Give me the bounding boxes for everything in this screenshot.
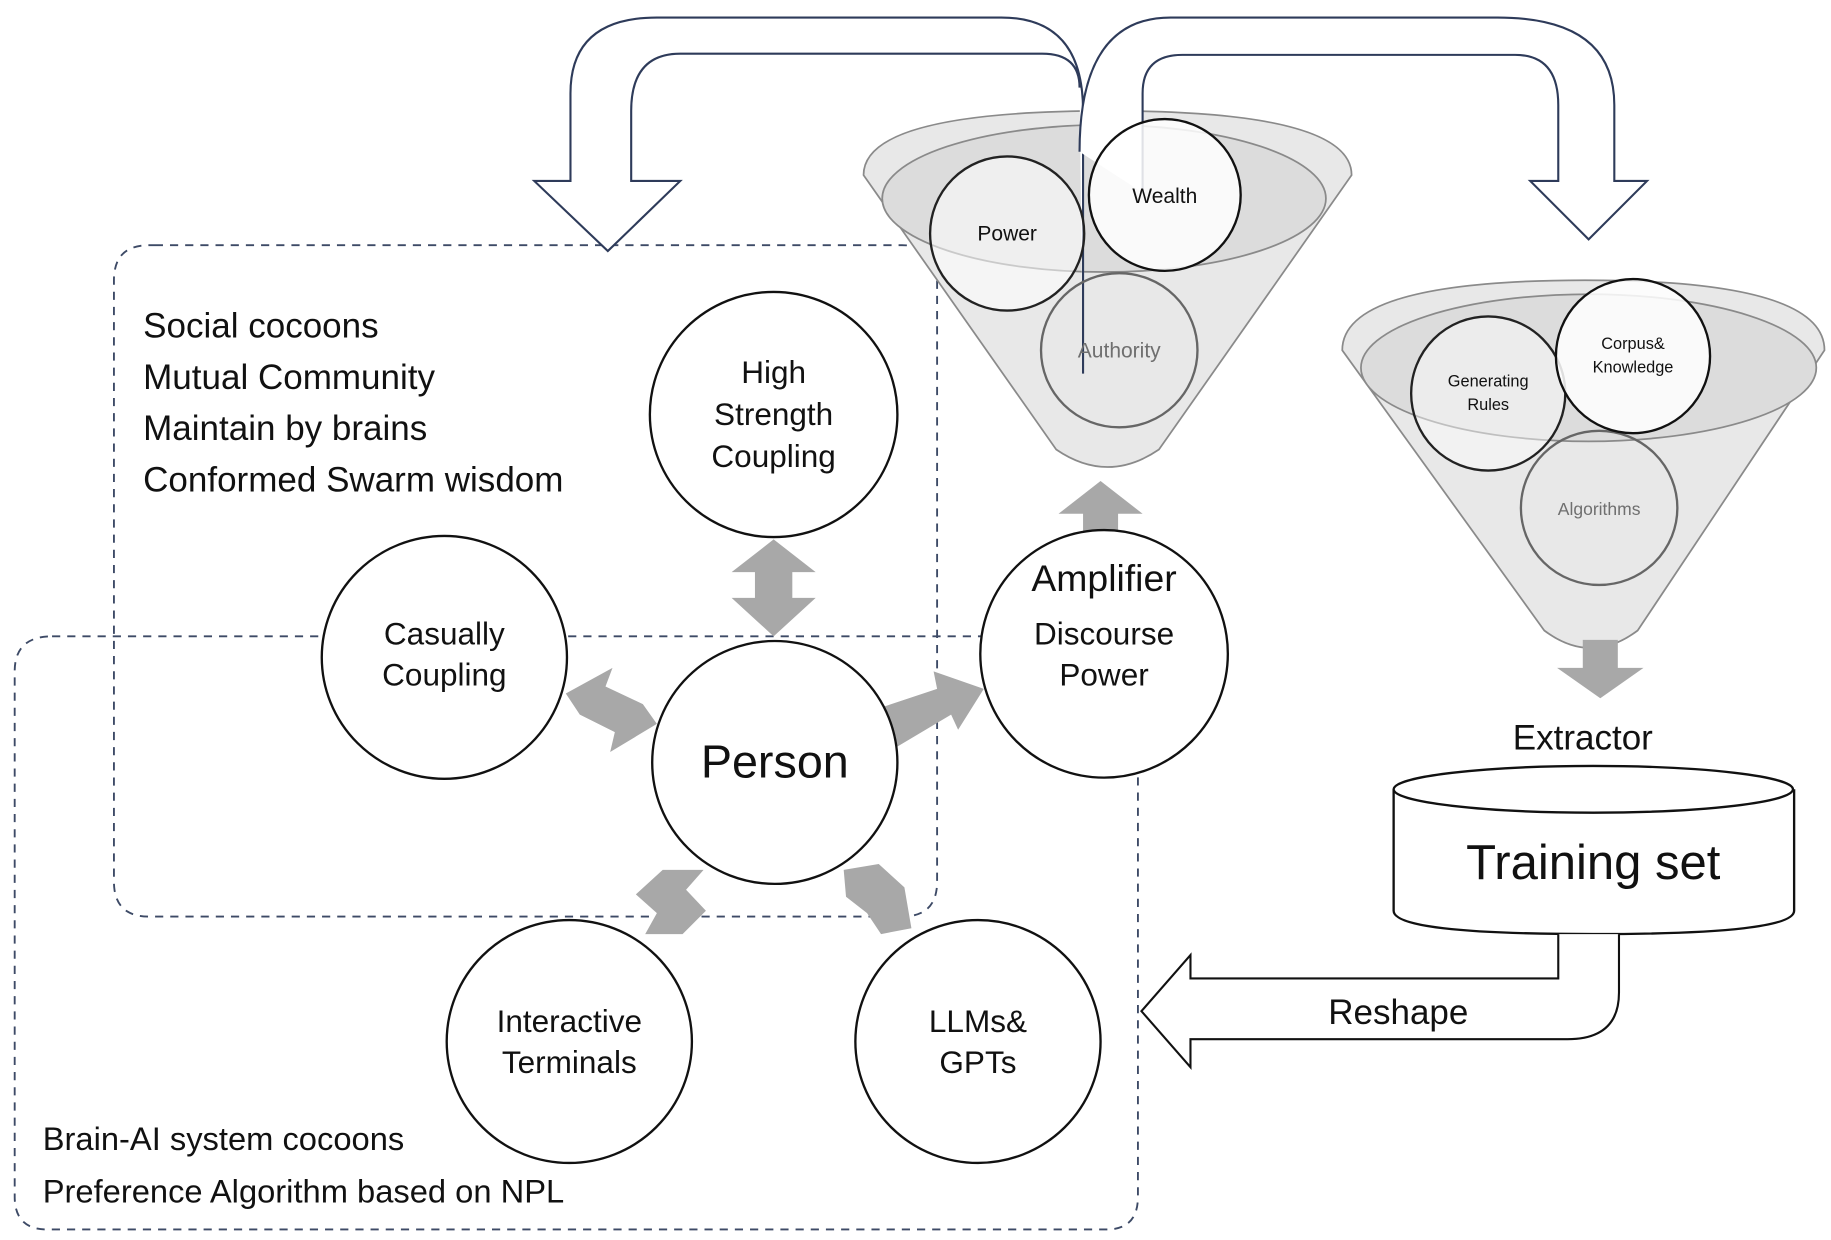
social-cocoon-line-1: Social cocoons (143, 306, 379, 345)
casually-coupling-label-1: Casually (384, 616, 505, 652)
brain-ai-cocoon-boundary (13, 635, 1139, 1231)
authority-circle[interactable] (1039, 272, 1199, 429)
corpus-knowledge-label-2: Knowledge (1593, 358, 1674, 376)
interactive-bidirectional-arrow (635, 869, 706, 935)
casually-coupling-label-2: Coupling (382, 656, 506, 692)
brain-ai-cocoon-line-1: Brain-AI system cocoons (43, 1120, 405, 1157)
wealth-circle[interactable] (1087, 117, 1242, 273)
person-to-amplifier-arrow (884, 671, 984, 748)
amplifier-up-arrow (1058, 481, 1143, 540)
reshape-arrow[interactable] (1140, 934, 1621, 1070)
power-circle[interactable] (928, 155, 1086, 312)
llms-gpts-node[interactable] (854, 918, 1102, 1165)
generating-rules-circle[interactable] (1409, 315, 1567, 472)
llms-bidirectional-arrow (843, 864, 912, 935)
interactive-terminals-node[interactable] (445, 918, 694, 1165)
social-cocoon-line-4: Conformed Swarm wisdom (143, 461, 563, 500)
person-label: Person (701, 736, 849, 788)
feedback-arrow-right[interactable] (1078, 16, 1650, 241)
high-strength-label-3: Coupling (711, 438, 835, 474)
extractor-label: Extractor (1513, 719, 1653, 758)
amplifier-node[interactable] (979, 528, 1230, 779)
llms-gpts-label-2: GPTs (939, 1044, 1016, 1080)
training-set-label: Training set (1466, 836, 1721, 890)
algorithms-circle[interactable] (1519, 429, 1679, 587)
algorithms-label: Algorithms (1558, 499, 1641, 519)
authority-label: Authority (1078, 339, 1161, 362)
wealth-label: Wealth (1132, 185, 1197, 208)
discourse-power-label-2: Power (1059, 656, 1148, 692)
high-strength-label-2: Strength (714, 396, 833, 432)
casually-coupling-node[interactable] (320, 534, 569, 780)
generating-rules-label-1: Generating (1448, 372, 1529, 390)
high-strength-coupling-node[interactable] (648, 290, 899, 539)
llms-gpts-label-1: LLMs& (929, 1003, 1027, 1039)
interactive-terminals-label-1: Interactive (497, 1003, 642, 1039)
feedback-arrow-left[interactable] (531, 16, 1085, 374)
social-cocoon-boundary (113, 244, 939, 918)
generating-rules-label-2: Rules (1467, 396, 1509, 414)
amplifier-label: Amplifier (1031, 557, 1176, 599)
interactive-terminals-label-2: Terminals (502, 1044, 637, 1080)
social-cocoon-line-2: Mutual Community (143, 358, 435, 397)
high-strength-label-1: High (741, 354, 806, 390)
power-label: Power (977, 223, 1037, 246)
social-cocoon-line-3: Maintain by brains (143, 409, 427, 448)
person-node[interactable] (651, 639, 899, 886)
corpus-knowledge-label-1: Corpus& (1601, 335, 1665, 353)
funnel-down-arrow (1557, 639, 1644, 699)
discourse-power-label-1: Discourse (1034, 616, 1174, 652)
casually-bidirectional-arrow (565, 667, 657, 752)
brain-ai-cocoon-line-2: Preference Algorithm based on NPL (43, 1173, 564, 1210)
corpus-knowledge-circle[interactable] (1554, 277, 1712, 435)
high-strength-bidirectional-arrow (731, 539, 816, 637)
reshape-label: Reshape (1328, 993, 1468, 1032)
